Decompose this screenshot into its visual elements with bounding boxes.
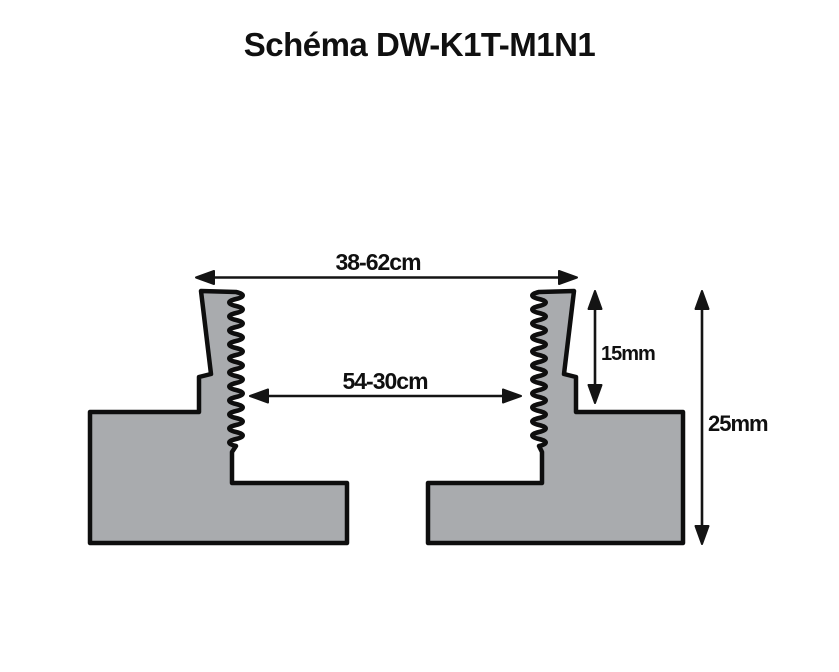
top-width-label: 38-62cm [335, 249, 421, 275]
arrow-down-icon [587, 384, 603, 404]
diagram-title: Schéma DW-K1T-M1N1 [243, 26, 596, 63]
upper-height-label: 15mm [601, 343, 655, 365]
arrow-right-icon [502, 388, 522, 404]
arrow-down-icon [694, 525, 710, 545]
right-profile-cross-section [425, 288, 686, 546]
inner-width-label: 54-30cm [342, 368, 428, 394]
arrow-right-icon [558, 270, 578, 285]
arrow-left-icon [195, 270, 215, 285]
arrow-left-icon [249, 388, 269, 404]
total-height-label: 25mm [708, 411, 768, 436]
dimension-labels: 38-62cm 54-30cm 15mm 25mm [335, 249, 769, 436]
dimension-arrows [195, 270, 710, 545]
arrow-up-icon [587, 290, 603, 310]
left-profile-cross-section [87, 288, 350, 546]
arrow-up-icon [694, 290, 710, 310]
